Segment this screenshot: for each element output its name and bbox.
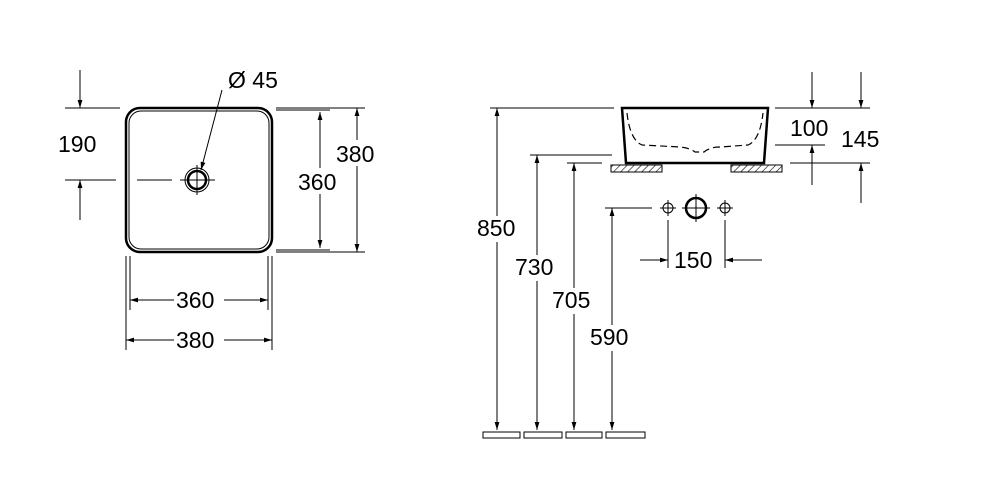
outer-depth-label: 380 [336, 141, 374, 167]
basin-outline [124, 106, 274, 254]
counter-height-730-label: 730 [515, 254, 553, 280]
basin-inner-profile [626, 112, 764, 153]
bowl-depth-label: 100 [790, 115, 828, 141]
counter-height-705-label: 705 [552, 287, 590, 313]
outer-width-label: 380 [176, 327, 214, 353]
counter-right [730, 164, 783, 173]
tap-height-label: 590 [590, 324, 628, 350]
tap-spacing-label: 150 [674, 247, 712, 273]
drain-diameter-label: Ø 45 [228, 67, 278, 93]
floor-line [482, 431, 646, 439]
rim-height-label: 850 [477, 215, 515, 241]
side-view: 850 730 705 590 150 100 145 [476, 72, 886, 439]
total-height-label: 145 [841, 126, 879, 152]
basin-inner-outline [128, 110, 270, 250]
inner-depth-label: 360 [298, 169, 336, 195]
basin-side-outline [620, 106, 770, 165]
tap-holes-icon [660, 194, 733, 222]
drain-leader [200, 89, 223, 171]
top-view: Ø 45 190 360 380 360 380 [58, 67, 380, 353]
counter-left [610, 164, 663, 173]
drain-icon [137, 165, 215, 195]
inner-width-label: 360 [176, 287, 214, 313]
drain-offset-label: 190 [58, 131, 96, 157]
